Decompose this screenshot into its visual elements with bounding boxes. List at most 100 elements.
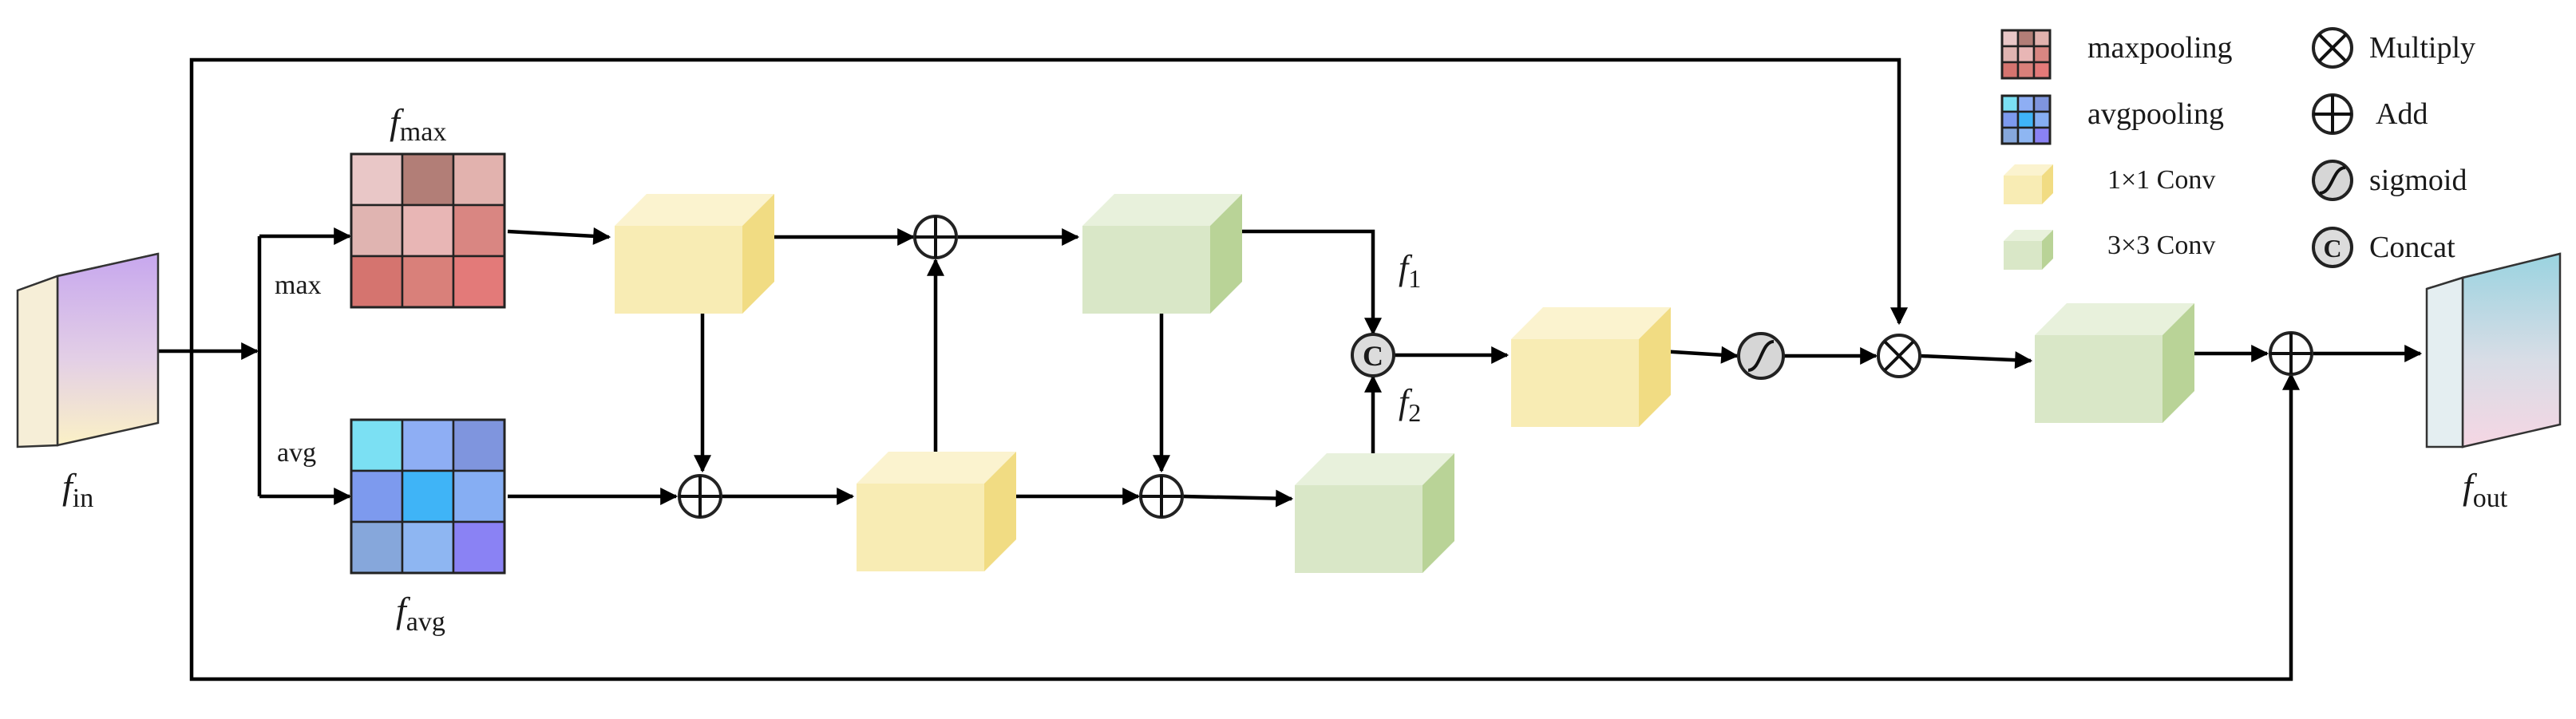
legend-concat-label: Concat	[2369, 231, 2455, 264]
conv1x1-top-branch-top	[615, 194, 774, 226]
avgpool-cell	[401, 469, 455, 523]
legend-avgpool-cell	[2032, 126, 2052, 145]
legend-avgpooling-label: avgpooling	[2087, 97, 2224, 131]
concat-node-symbol: C	[1363, 340, 1383, 372]
legend-avgpooling-icon	[2000, 94, 2052, 145]
output-feature-map	[2425, 252, 2562, 448]
legend-maxpool-cell	[2032, 61, 2052, 80]
legend-avgpool-cell	[2000, 110, 2020, 129]
wire-multiply-conv3	[1920, 351, 2033, 369]
legend-conv3-cube-top	[2004, 230, 2053, 241]
legend-avgpool-cell	[2032, 94, 2052, 113]
avgpool-cell	[452, 469, 506, 523]
legend-conv1-cube-side	[2042, 164, 2053, 204]
conv1x1-fusion	[1511, 307, 1671, 427]
avgpool-grid	[350, 418, 506, 575]
conv1x1-bottom-branch-side	[984, 452, 1016, 571]
add-node-final	[2269, 331, 2313, 376]
legend-conv3-cube-front	[2004, 241, 2042, 270]
legend-maxpool-cell	[2032, 29, 2052, 48]
maxpool-border	[350, 152, 506, 309]
legend-conv1-icon	[2004, 164, 2053, 204]
legend-maxpooling-icon	[2000, 29, 2052, 80]
legend-maxpool-cell	[2000, 45, 2020, 64]
conv3x3-bottom-branch-top	[1295, 453, 1454, 485]
input-feature-map	[16, 252, 160, 448]
conv1x1-bottom-branch-top	[857, 452, 1016, 484]
conv1x1-fusion-side	[1639, 307, 1671, 427]
maxpool-cell	[401, 203, 455, 258]
legend-conv3-icon	[2004, 230, 2053, 270]
label-avg: avg	[277, 438, 316, 468]
legend-multiply-icon	[2312, 27, 2353, 69]
legend-avgpool-border	[2000, 94, 2052, 145]
legend-concat-symbol: C	[2323, 234, 2341, 263]
legend-sigmoid-label: sigmoid	[2369, 164, 2467, 197]
legend-concat-icon: C	[2312, 227, 2353, 268]
label-f-out: fout	[2463, 466, 2508, 513]
legend-conv1-cube	[2004, 164, 2053, 204]
wire-conv-sigmoid	[1660, 346, 1739, 364]
legend-conv1-cube-front	[2004, 176, 2042, 204]
connections	[158, 57, 2423, 681]
avgpool-cell	[401, 418, 455, 472]
avgpool-cell	[401, 520, 455, 575]
avgpool-cell	[452, 520, 506, 575]
conv3x3-top-branch-top	[1082, 194, 1242, 226]
legend-maxpool-cell	[2016, 45, 2036, 64]
add-node-bottom-1	[678, 474, 722, 519]
legend-conv1-cube-top	[2004, 164, 2053, 176]
conv1x1-fusion-front	[1511, 339, 1639, 427]
maxpool-grid	[350, 152, 506, 309]
concat-node: C	[1351, 333, 1395, 377]
conv3x3-top-branch-front	[1082, 226, 1210, 314]
sigmoid-node	[1737, 332, 1785, 380]
maxpool-cell	[452, 255, 506, 309]
legend-maxpool-cell	[2016, 61, 2036, 80]
conv3x3-bottom-branch-front	[1295, 485, 1423, 573]
avgpool-cell	[350, 520, 404, 575]
wire-add2-conv3-bottom	[1182, 489, 1294, 508]
avgpool-cell	[452, 418, 506, 472]
conv1x1-top-branch-side	[742, 194, 774, 314]
legend: maxpooling avgpooling 1×1 Conv 3×3 Conv …	[2000, 27, 2475, 270]
maxpool-cell	[452, 203, 506, 258]
maxpool-cell	[401, 152, 455, 207]
label-f-in: fin	[62, 466, 93, 513]
conv3x3-bottom-branch-side	[1423, 453, 1454, 573]
legend-sigmoid-icon	[2312, 160, 2353, 201]
legend-avgpool-cell	[2000, 126, 2020, 145]
legend-avgpool-cell	[2000, 94, 2020, 113]
legend-avgpool-cell	[2016, 110, 2036, 129]
wire-fmax-conv	[507, 227, 611, 245]
legend-maxpooling-label: maxpooling	[2087, 31, 2233, 65]
legend-multiply-label: Multiply	[2369, 31, 2475, 65]
legend-maxpool-border	[2000, 29, 2052, 80]
avgpool-cell	[350, 469, 404, 523]
multiply-node	[1877, 334, 1921, 378]
legend-maxpool-cell	[2016, 29, 2036, 48]
conv1x1-top-branch-front	[615, 226, 742, 314]
label-f1: f1	[1399, 248, 1421, 293]
conv3x3-output-side	[2162, 303, 2194, 423]
legend-conv1-label: 1×1 Conv	[2107, 165, 2215, 195]
conv3x3-output	[2035, 303, 2194, 423]
maxpool-cell	[350, 255, 404, 309]
label-f-avg: favg	[396, 590, 445, 637]
add-node-top	[913, 215, 958, 259]
conv1x1-top-branch	[615, 194, 774, 314]
avgpool-cell	[350, 418, 404, 472]
add-node-bottom-2	[1139, 474, 1184, 519]
legend-add-label: Add	[2376, 97, 2428, 131]
conv3x3-top-branch-side	[1210, 194, 1242, 314]
legend-avgpool-cell	[2016, 126, 2036, 145]
legend-avgpool-cell	[2032, 110, 2052, 129]
legend-maxpool-cell	[2000, 29, 2020, 48]
legend-add-icon	[2312, 93, 2353, 135]
wire-skip-top	[189, 57, 1908, 351]
legend-avgpool-cell	[2016, 94, 2036, 113]
label-f-max: fmax	[390, 101, 446, 147]
maxpool-cell	[401, 255, 455, 309]
legend-conv3-cube-side	[2042, 230, 2053, 270]
conv3x3-bottom-branch	[1295, 453, 1454, 573]
